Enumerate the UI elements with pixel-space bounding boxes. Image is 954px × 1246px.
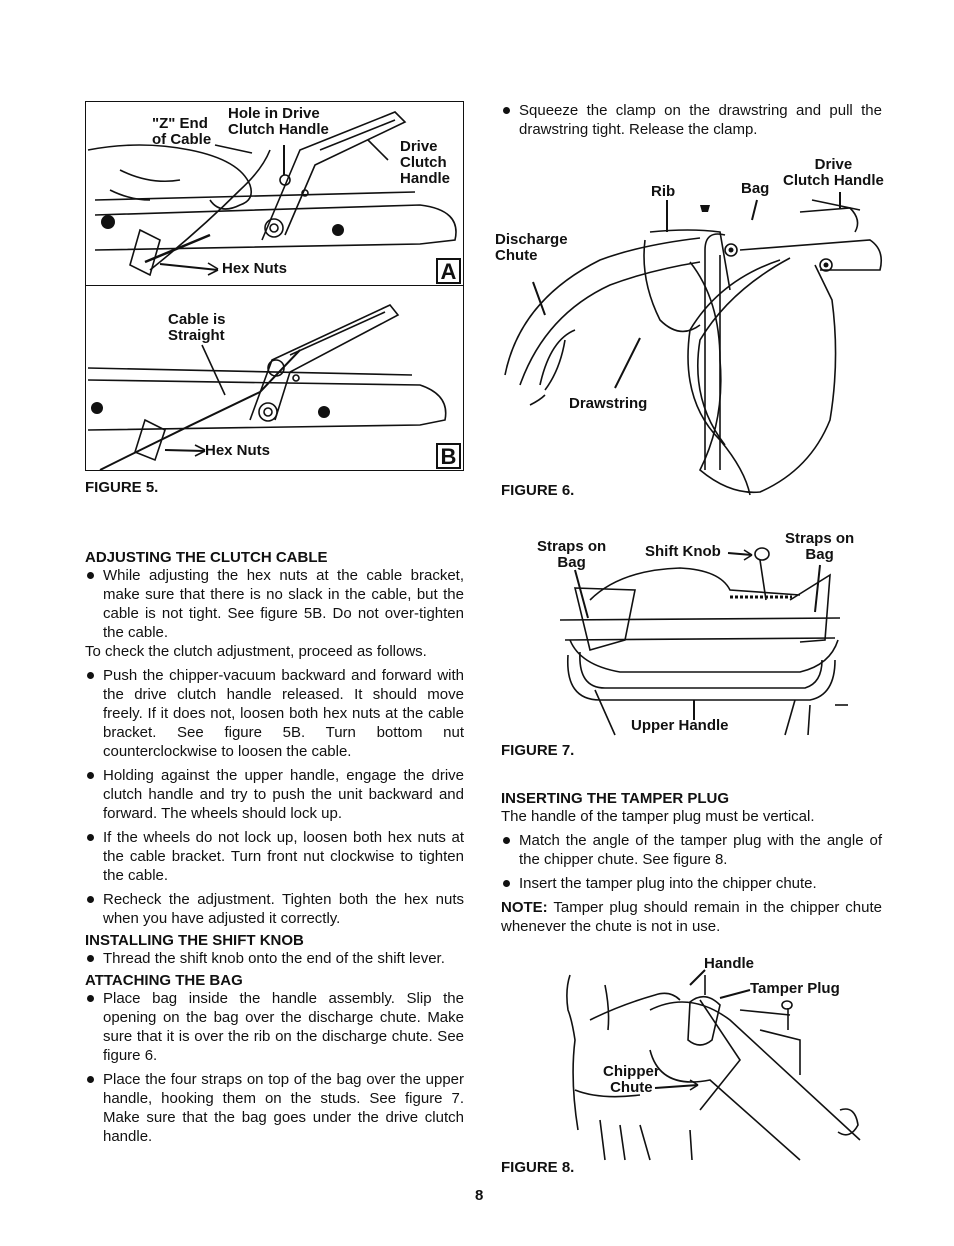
adjust-bullet-4: If the wheels do not lock up, loosen bot…: [85, 828, 464, 885]
fig5b-hex-nuts-label: Hex Nuts: [205, 442, 271, 459]
fig5a-drive-clutch-label: Drive Clutch Handle: [400, 138, 451, 187]
tamper-bullet-1: Match the angle of the tamper plug with …: [501, 831, 882, 869]
fig5a-z-end-label: "Z" End of Cable: [152, 115, 212, 148]
note-label: NOTE:: [501, 899, 548, 916]
fig5a-hole-label: Hole in Drive Clutch Handle: [228, 105, 329, 138]
fig5a-panel-letter: A: [436, 258, 461, 284]
tamper-bullet-2: Insert the tamper plug into the chipper …: [501, 874, 882, 893]
check-adjustment-text: To check the clutch adjustment, proceed …: [85, 643, 427, 660]
fig7-straps-right-label: Straps on Bag: [785, 530, 855, 563]
shift-knob-bullet: Thread the shift knob onto the end of th…: [85, 949, 464, 968]
right-top-text: Squeeze the clamp on the drawstring and …: [501, 101, 882, 139]
fig8-tamper-plug-label: Tamper Plug: [750, 980, 840, 997]
bag-bullet-1: Place bag inside the handle assembly. Sl…: [85, 989, 464, 1065]
figure-5-caption: FIGURE 5.: [85, 479, 159, 496]
figure-7-caption: FIGURE 7.: [501, 742, 575, 759]
fig5b-panel-letter: B: [436, 443, 461, 469]
fig6-bag-label: Bag: [741, 180, 770, 197]
fig6-drawstring-label: Drawstring: [569, 395, 648, 412]
fig5a-hex-nuts-label: Hex Nuts: [222, 260, 288, 277]
right-mid-text: INSERTING THE TAMPER PLUG The handle of …: [501, 790, 882, 936]
adjust-bullet-1: While adjusting the hex nuts at the cabl…: [85, 566, 464, 642]
fig8-handle-label: Handle: [704, 955, 755, 972]
adjusting-clutch-heading: ADJUSTING THE CLUTCH CABLE: [85, 549, 328, 566]
figure-6-caption: FIGURE 6.: [501, 482, 575, 499]
fig6-rib-label: Rib: [651, 183, 676, 200]
figure-5: [85, 101, 464, 471]
fig8-chipper-chute-label: Chipper Chute: [603, 1063, 660, 1096]
fig6-discharge-label: Discharge Chute: [495, 231, 568, 264]
adjust-bullet-3: Holding against the upper handle, engage…: [85, 766, 464, 823]
bag-bullet-2: Place the four straps on top of the bag …: [85, 1070, 464, 1146]
adjust-bullet-2: Push the chipper-vacuum backward and for…: [85, 666, 464, 761]
fig6-drive-clutch-label: Drive Clutch Handle: [783, 156, 884, 189]
fig7-straps-left-label: Straps on Bag: [537, 538, 607, 571]
squeeze-clamp-bullet: Squeeze the clamp on the drawstring and …: [501, 101, 882, 139]
tamper-plug-text: The handle of the tamper plug must be ve…: [501, 808, 815, 825]
fig7-shift-knob-label: Shift Knob: [645, 543, 721, 560]
fig7-upper-handle-label: Upper Handle: [631, 717, 729, 734]
figure-5-divider: [86, 285, 463, 286]
page-number: 8: [475, 1187, 484, 1204]
adjust-bullet-5: Recheck the adjustment. Tighten both the…: [85, 890, 464, 928]
tamper-plug-heading: INSERTING THE TAMPER PLUG: [501, 790, 730, 807]
attaching-bag-heading: ATTACHING THE BAG: [85, 972, 243, 989]
tamper-note: NOTE: Tamper plug should remain in the c…: [501, 898, 882, 936]
left-column: ADJUSTING THE CLUTCH CABLE While adjusti…: [85, 549, 464, 1146]
fig5b-straight-label: Cable is Straight: [168, 311, 226, 344]
figure-8-caption: FIGURE 8.: [501, 1159, 575, 1176]
note-text: Tamper plug should remain in the chipper…: [501, 899, 882, 935]
shift-knob-heading: INSTALLING THE SHIFT KNOB: [85, 932, 304, 949]
